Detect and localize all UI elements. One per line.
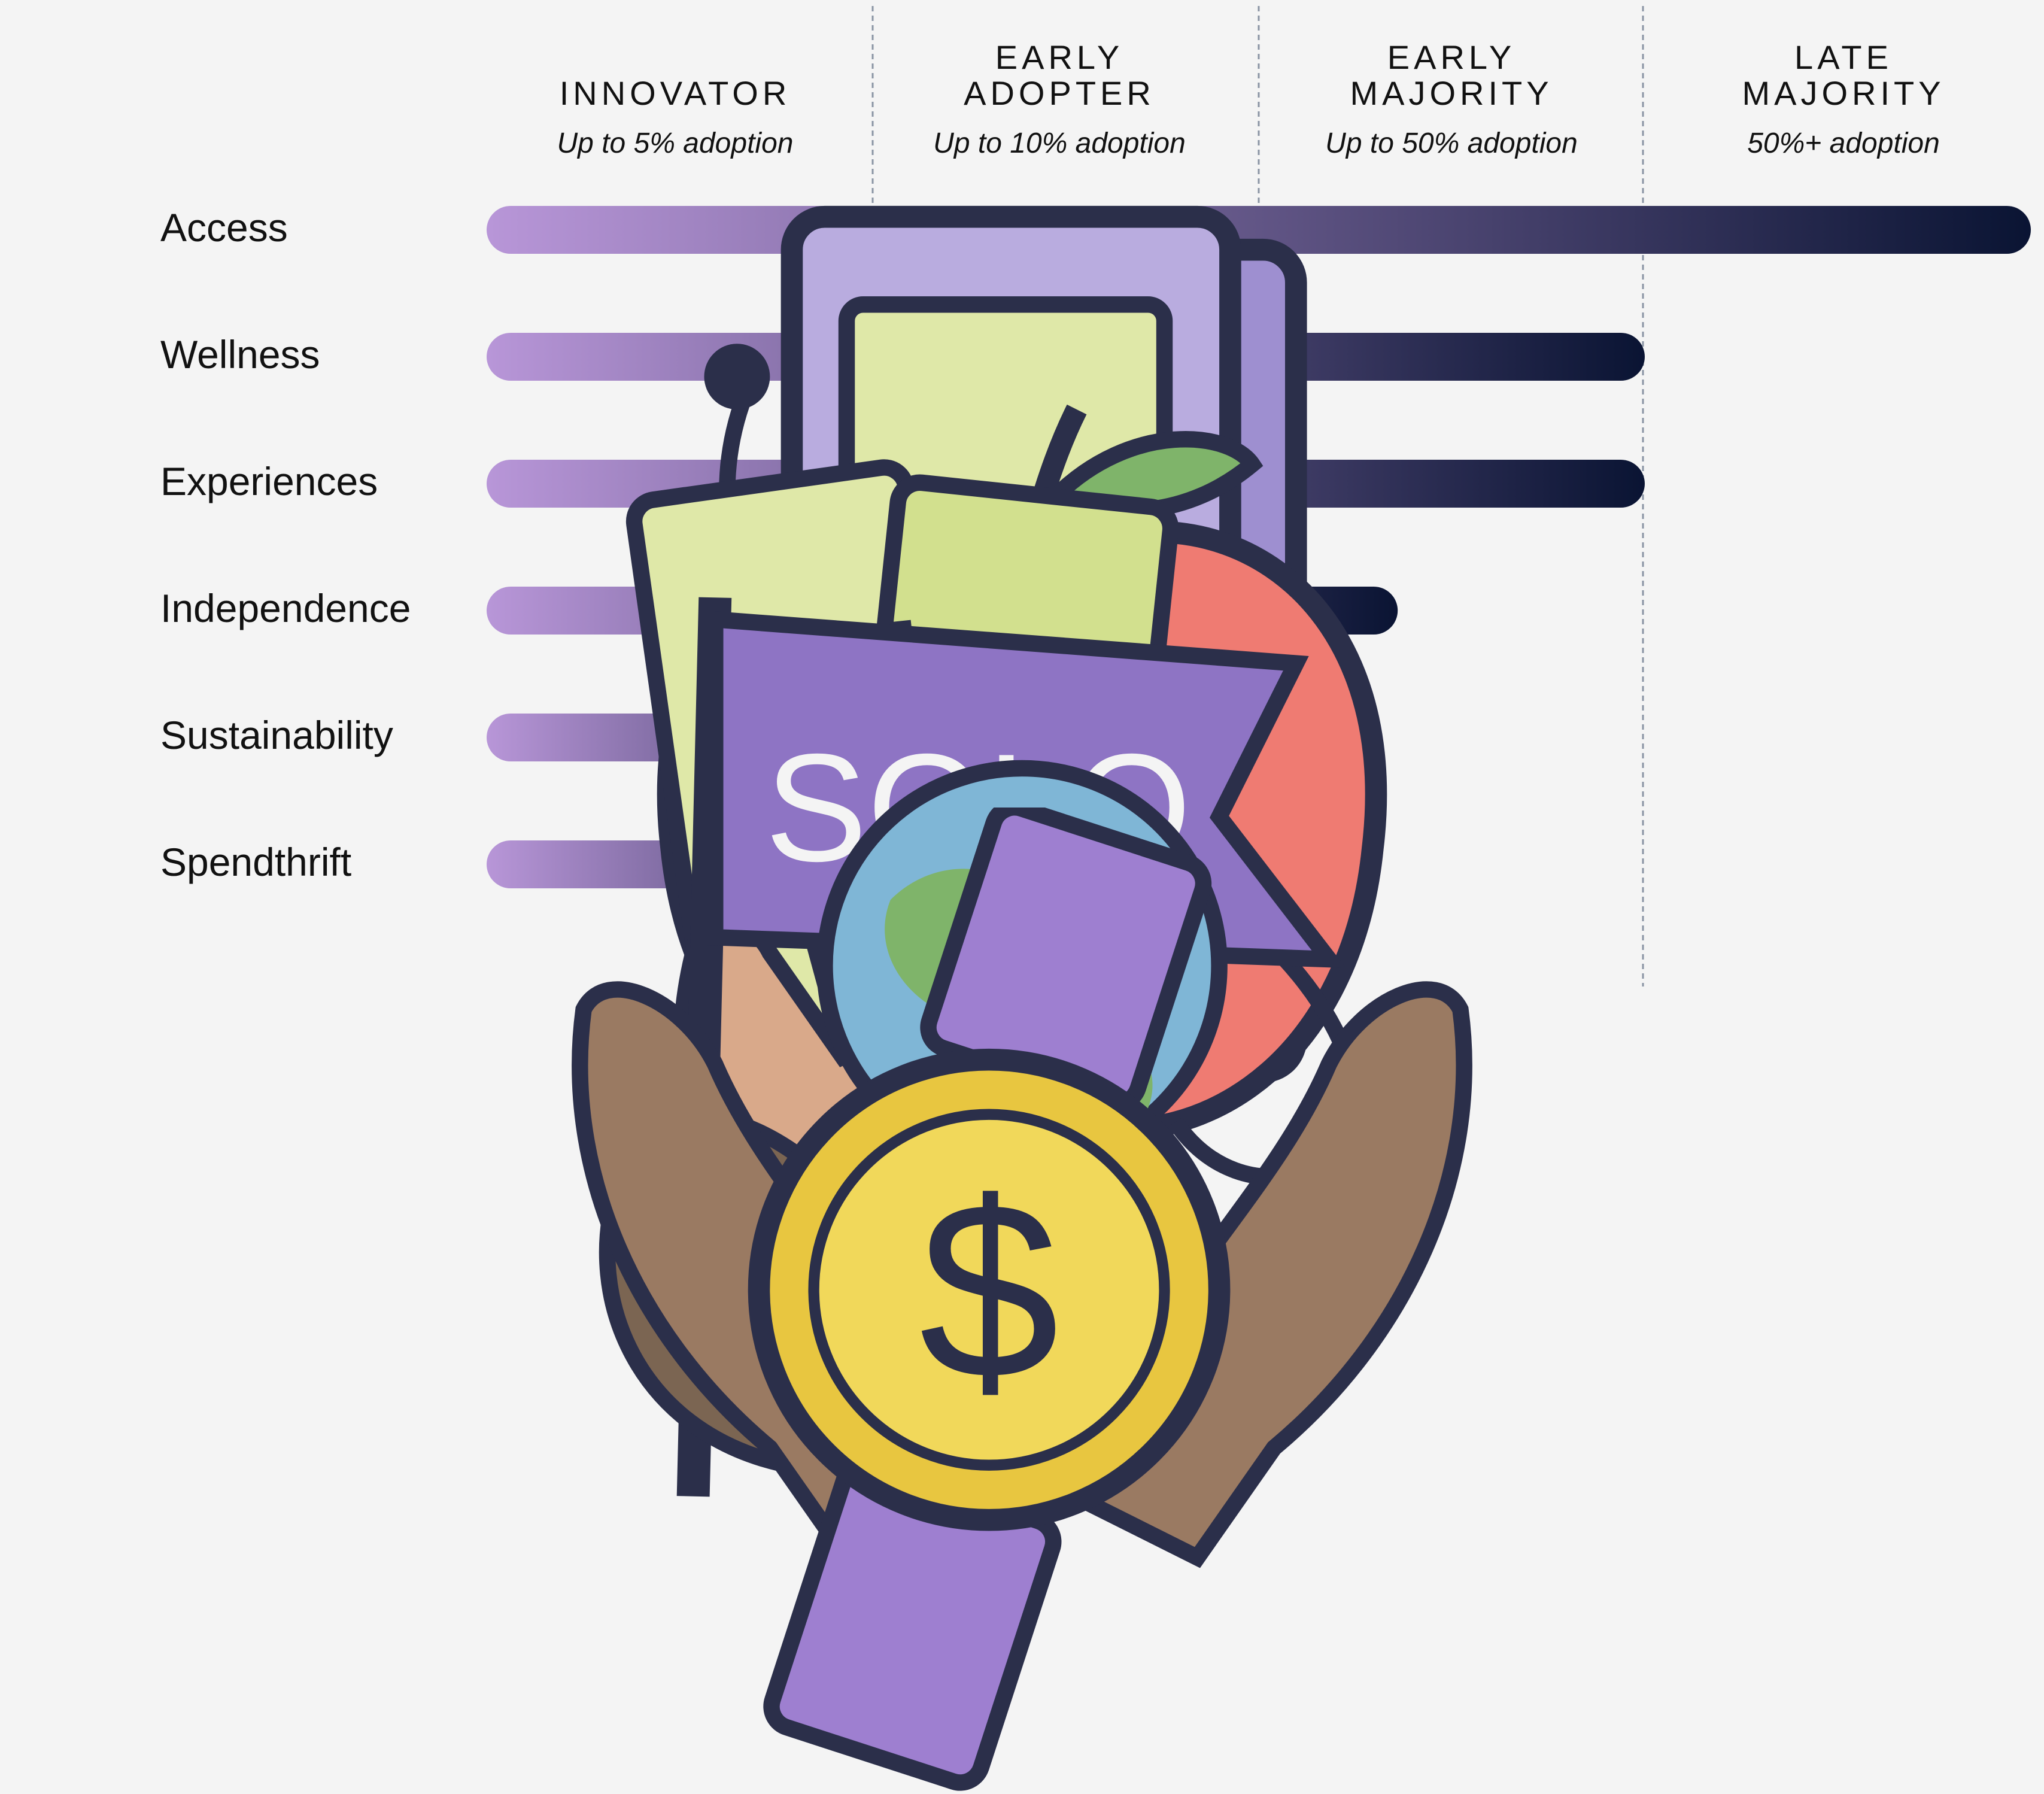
stage-name-line: ADOPTER — [964, 74, 1155, 112]
stage-header-late-majority: LATE MAJORITY 50%+ adoption — [1676, 34, 2011, 160]
stage-subtitle: Up to 5% adoption — [557, 128, 794, 159]
stage-name-line: MAJORITY — [1742, 74, 1945, 112]
stage-name-line: EARLY — [995, 38, 1124, 76]
stage-header-innovator: INNOVATOR Up to 5% adoption — [508, 34, 843, 160]
stage-subtitle: Up to 10% adoption — [933, 128, 1186, 159]
stage-name: INNOVATOR — [508, 34, 843, 111]
row-label-sustainability: Sustainability — [160, 713, 393, 757]
stage-name: LATE MAJORITY — [1676, 34, 2011, 111]
adoption-chart: INNOVATOR Up to 5% adoption EARLY ADOPTE… — [160, 6, 2031, 1791]
stage-name-line: EARLY — [1387, 38, 1516, 76]
svg-text:$: $ — [919, 1150, 1059, 1431]
row-label-wellness: Wellness — [160, 332, 320, 377]
row-label-independence: Independence — [160, 586, 411, 630]
stage-name: EARLY ADOPTER — [892, 34, 1227, 111]
stage-subtitle: Up to 50% adoption — [1325, 128, 1578, 159]
stage-subtitle: 50%+ adoption — [1747, 128, 1940, 159]
stage-name-line: MAJORITY — [1350, 74, 1553, 112]
stage-header-early-majority: EARLY MAJORITY Up to 50% adoption — [1284, 34, 1619, 160]
stage-header-early-adopter: EARLY ADOPTER Up to 10% adoption — [892, 34, 1227, 160]
row-label-experiences: Experiences — [160, 459, 378, 503]
row-label-spendthrift: Spendthrift — [160, 840, 352, 884]
coin-watch-icon: $ — [748, 808, 1231, 1791]
row-label-access: Access — [160, 205, 288, 250]
stage-name-line: INNOVATOR — [559, 74, 791, 112]
stage-name: EARLY MAJORITY — [1284, 34, 1619, 111]
stage-name-line: LATE — [1794, 38, 1893, 76]
